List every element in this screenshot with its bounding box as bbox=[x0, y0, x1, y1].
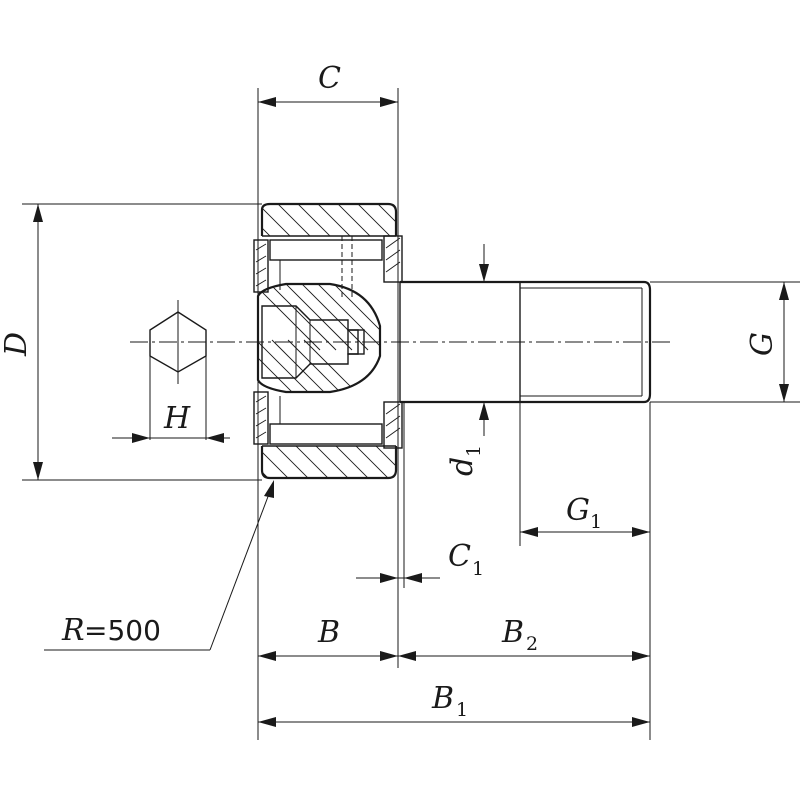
stud-head bbox=[256, 282, 382, 394]
dimension-G-label: G bbox=[745, 332, 780, 356]
dimension-B1-subscript: 1 bbox=[456, 699, 468, 721]
radius-label: R bbox=[61, 613, 85, 648]
extension-lines bbox=[22, 88, 800, 740]
dimension-G1-label: G bbox=[566, 493, 590, 528]
dimension-G1-subscript: 1 bbox=[590, 511, 602, 533]
dimension-H: H bbox=[112, 401, 230, 443]
dimension-B: B bbox=[258, 615, 398, 661]
dimension-B1: B 1 bbox=[258, 681, 650, 727]
dimension-C-label: C bbox=[318, 61, 341, 96]
needle-rollers bbox=[269, 236, 383, 445]
dimension-C1-label: C bbox=[448, 539, 471, 574]
dimension-B1-label: B bbox=[431, 681, 454, 716]
radius-value: =500 bbox=[84, 614, 161, 647]
dimension-C: C bbox=[258, 61, 398, 107]
outer-ring-hatching bbox=[262, 204, 396, 478]
dimension-B2-subscript: 2 bbox=[526, 633, 538, 655]
dimension-D-label: D bbox=[0, 332, 34, 357]
dimension-C1: C 1 bbox=[356, 539, 484, 583]
dimension-B2-label: B bbox=[501, 615, 524, 650]
dimension-H-label: H bbox=[163, 401, 191, 436]
dimension-d1-label: d bbox=[445, 457, 480, 476]
dimension-d1: d 1 bbox=[445, 244, 489, 476]
radius-callout: R =500 bbox=[44, 480, 274, 651]
hex-socket-view bbox=[149, 300, 207, 440]
dimension-C1-subscript: 1 bbox=[472, 558, 484, 580]
dimension-d1-subscript: 1 bbox=[463, 445, 485, 457]
dimension-G1: G 1 bbox=[520, 493, 650, 537]
dimension-B-label: B bbox=[317, 615, 340, 650]
dimension-G: G bbox=[745, 282, 789, 402]
outer-ring bbox=[260, 202, 398, 480]
dimension-B2: B 2 bbox=[398, 615, 650, 661]
dimension-D: D bbox=[0, 204, 43, 480]
